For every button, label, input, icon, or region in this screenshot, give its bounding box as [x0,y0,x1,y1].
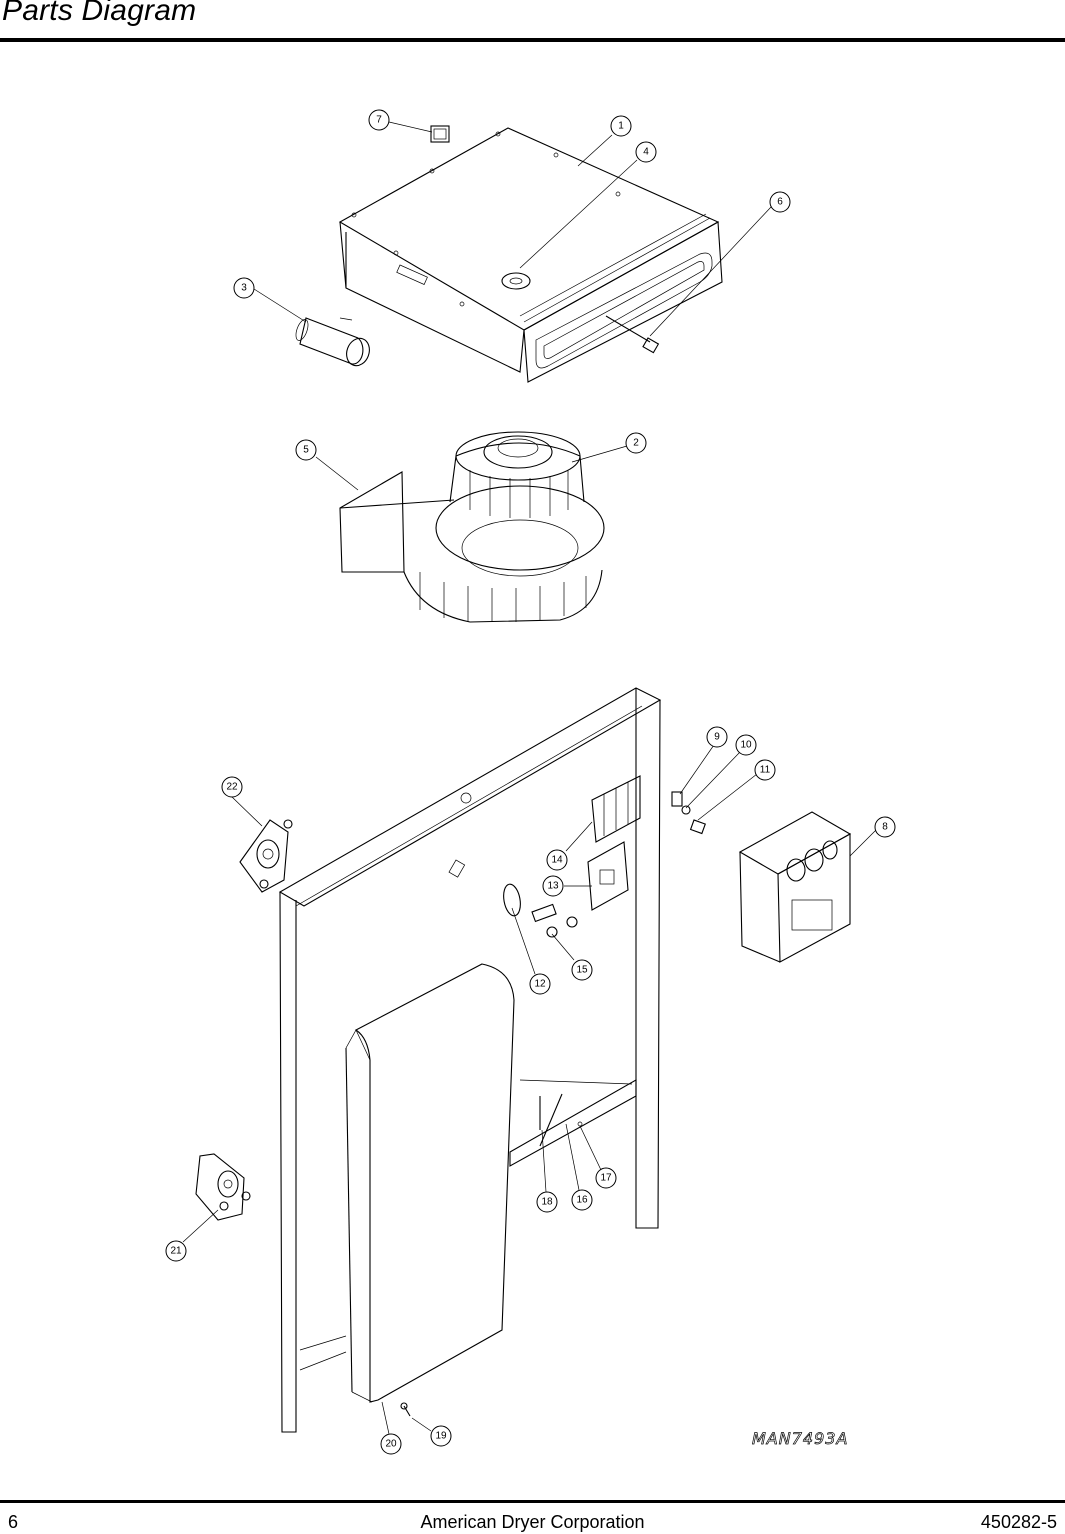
fitting [689,819,706,835]
callout-5-label: 5 [303,445,309,456]
footer-company: American Dryer Corporation [420,1512,645,1532]
rocker-switch [430,125,450,143]
cover-screw [400,1402,411,1417]
callout-15-label: 15 [576,965,588,976]
capacitor [295,317,370,367]
callout-2-label: 2 [633,438,639,449]
callout-9-label: 9 [714,732,720,743]
relay [587,841,629,911]
callout-17-label: 17 [600,1173,612,1184]
callout-21-label: 21 [170,1246,182,1257]
nut [681,805,691,815]
callout-16: 16 [571,1189,593,1211]
grommet [546,926,558,938]
callout-6-label: 6 [777,197,783,208]
callout-17: 17 [595,1167,617,1189]
callout-14: 14 [546,849,568,871]
callout-3: 3 [233,277,255,299]
callout-20: 20 [380,1433,402,1455]
callout-4: 4 [635,141,657,163]
callout-9: 9 [706,726,728,748]
callout-10: 10 [735,734,757,756]
grommet [566,916,578,928]
footer-page-number: 6 [8,1512,19,1532]
callout-19: 19 [430,1425,452,1447]
callout-1-label: 1 [618,121,624,132]
callout-18-label: 18 [541,1197,553,1208]
sensor [539,1093,563,1147]
page-title: Parts Diagram [2,0,197,27]
callout-1: 1 [610,115,632,137]
callout-22: 22 [221,776,243,798]
control-tray [338,127,723,383]
callout-5: 5 [295,439,317,461]
main-panel [278,687,662,1433]
callout-16-label: 16 [576,1195,588,1206]
header-rule [0,38,1065,42]
hinge-upper [239,819,293,893]
callout-7: 7 [368,109,390,131]
callout-4-label: 4 [643,147,649,158]
terminal-block [591,775,641,843]
callout-7-label: 7 [376,115,382,126]
callout-22-label: 22 [226,782,238,793]
callout-10-label: 10 [740,740,752,751]
electrical-box [738,811,852,963]
callout-21: 21 [165,1240,187,1262]
front-cover [345,963,515,1403]
callout-3-label: 3 [241,283,247,294]
callout-12-label: 12 [534,979,546,990]
callout-2: 2 [625,432,647,454]
footer-rule [0,1500,1065,1503]
callout-12: 12 [529,973,551,995]
callout-11-label: 11 [760,765,771,776]
callout-14-label: 14 [551,855,563,866]
callout-6: 6 [769,191,791,213]
callout-19-label: 19 [435,1431,447,1442]
callout-8-label: 8 [882,822,888,833]
leader-lines [182,121,877,1435]
wire-harness [605,315,660,354]
screw [577,1121,583,1127]
callout-11: 11 [754,759,776,781]
switch-bracket [671,791,683,807]
callout-8: 8 [874,816,896,838]
callout-20-label: 20 [385,1439,397,1450]
footer-doc-number: 450282-5 [980,1512,1057,1532]
blower-assembly [339,431,605,623]
drawing-number: MAN7493A [752,1429,848,1448]
callout-18: 18 [536,1191,558,1213]
callout-15: 15 [571,959,593,981]
callout-13-label: 13 [547,881,559,892]
hinge-lower [195,1153,251,1221]
callout-13: 13 [542,875,564,897]
